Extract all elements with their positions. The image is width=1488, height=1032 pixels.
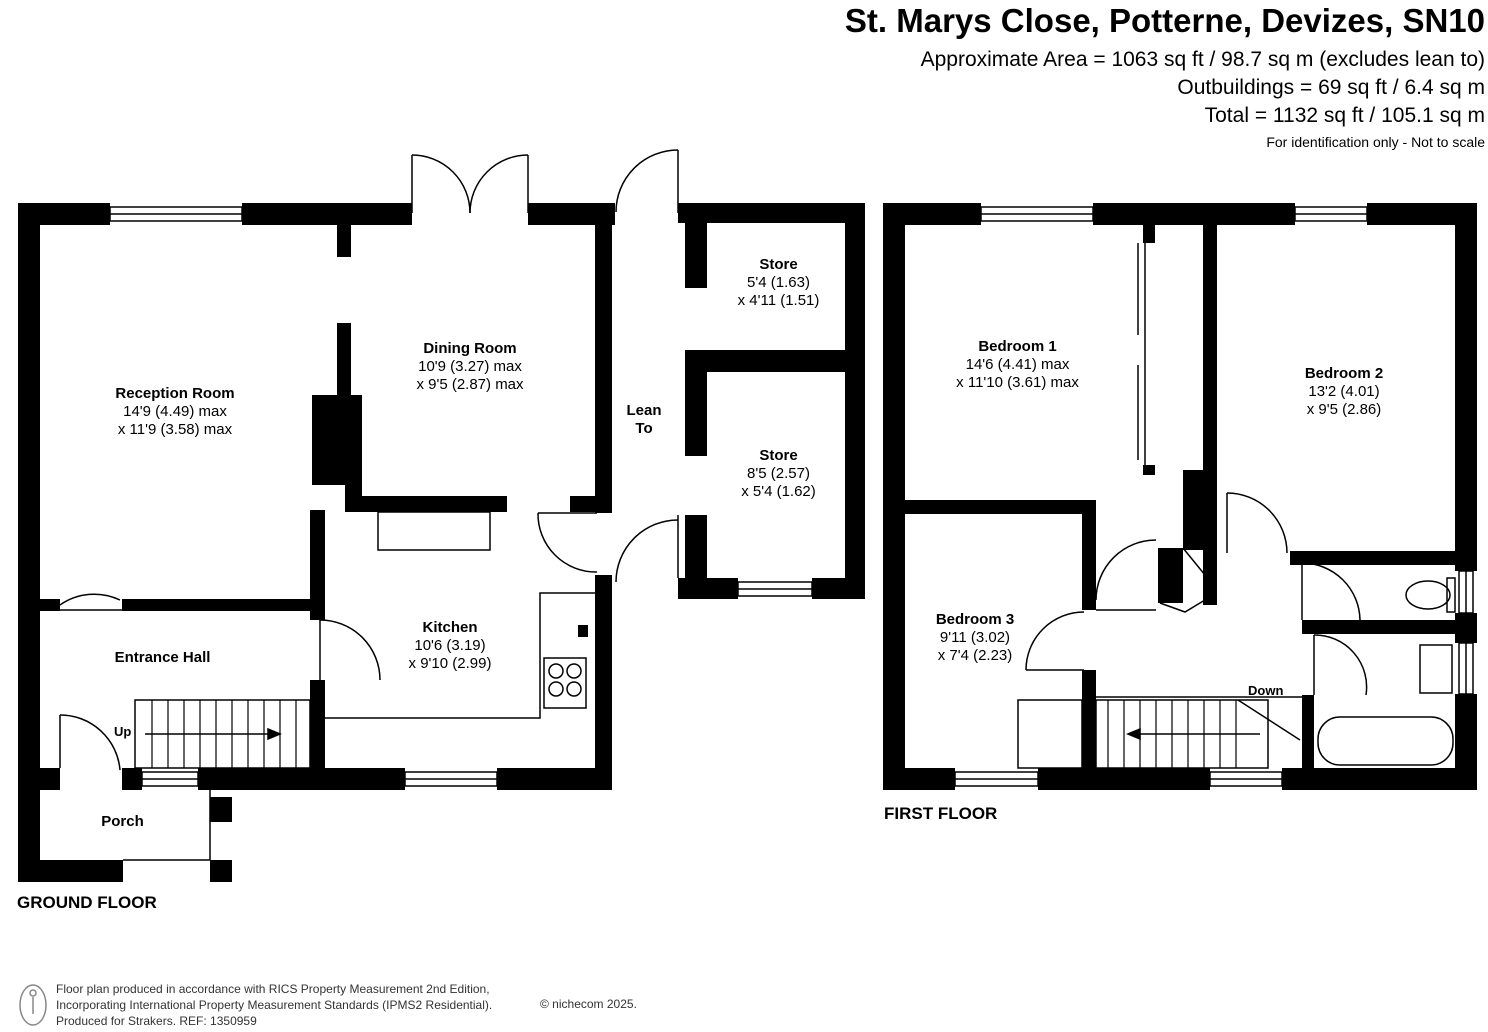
room-entrance-hall: Entrance Hall	[114, 649, 211, 666]
room-bedroom-3: Bedroom 3 9'11 (3.02) x 7'4 (2.23)	[935, 611, 1015, 664]
property-title: St. Marys Close, Potterne, Devizes, SN10	[844, 2, 1485, 39]
room-dining: Dining Room 10'9 (3.27) max x 9'5 (2.87)…	[416, 340, 524, 393]
scale-disclaimer: For identification only - Not to scale	[1266, 134, 1485, 150]
room-store-1: Store 5'4 (1.63) x 4'11 (1.51)	[737, 256, 820, 309]
outbuildings-area: Outbuildings = 69 sq ft / 6.4 sq m	[1177, 76, 1485, 99]
ground-floor-label: GROUND FLOOR	[17, 893, 157, 912]
accessibility-badge-icon	[19, 984, 47, 1026]
room-store-2: Store 8'5 (2.57) x 5'4 (1.62)	[741, 447, 816, 500]
first-floor-walls	[883, 203, 1477, 790]
first-floor-details	[954, 206, 1474, 787]
copyright: © nichecom 2025.	[540, 997, 637, 1011]
footer-line-2: Incorporating International Property Mea…	[56, 998, 493, 1012]
ground-floor-details	[59, 149, 813, 861]
room-bedroom-2: Bedroom 2 13'2 (4.01) x 9'5 (2.86)	[1304, 365, 1384, 418]
room-bedroom-1: Bedroom 1 14'6 (4.41) max x 11'10 (3.61)…	[956, 338, 1079, 391]
stairs-down-label: Down	[1248, 683, 1284, 698]
first-floor-label: FIRST FLOOR	[884, 804, 998, 823]
kitchen-wall-stub	[578, 625, 588, 637]
total-area: Total = 1132 sq ft / 105.1 sq m	[1204, 104, 1485, 127]
room-porch: Porch	[101, 813, 144, 830]
stairs-up-label: Up	[114, 724, 132, 739]
footer-notes: Floor plan produced in accordance with R…	[56, 981, 492, 1029]
footer-line-3: Produced for Strakers. REF: 1350959	[56, 1014, 257, 1028]
room-kitchen: Kitchen 10'6 (3.19) x 9'10 (2.99)	[408, 619, 492, 672]
ground-stairs-arrow	[145, 727, 282, 741]
room-lean-to: Lean To	[626, 402, 662, 437]
footer-line-1: Floor plan produced in accordance with R…	[56, 982, 490, 996]
approximate-area: Approximate Area = 1063 sq ft / 98.7 sq …	[920, 48, 1485, 71]
room-reception: Reception Room 14'9 (4.49) max x 11'9 (3…	[115, 385, 235, 438]
ground-floor-walls	[18, 203, 865, 882]
first-stairs-arrow	[1126, 727, 1260, 741]
